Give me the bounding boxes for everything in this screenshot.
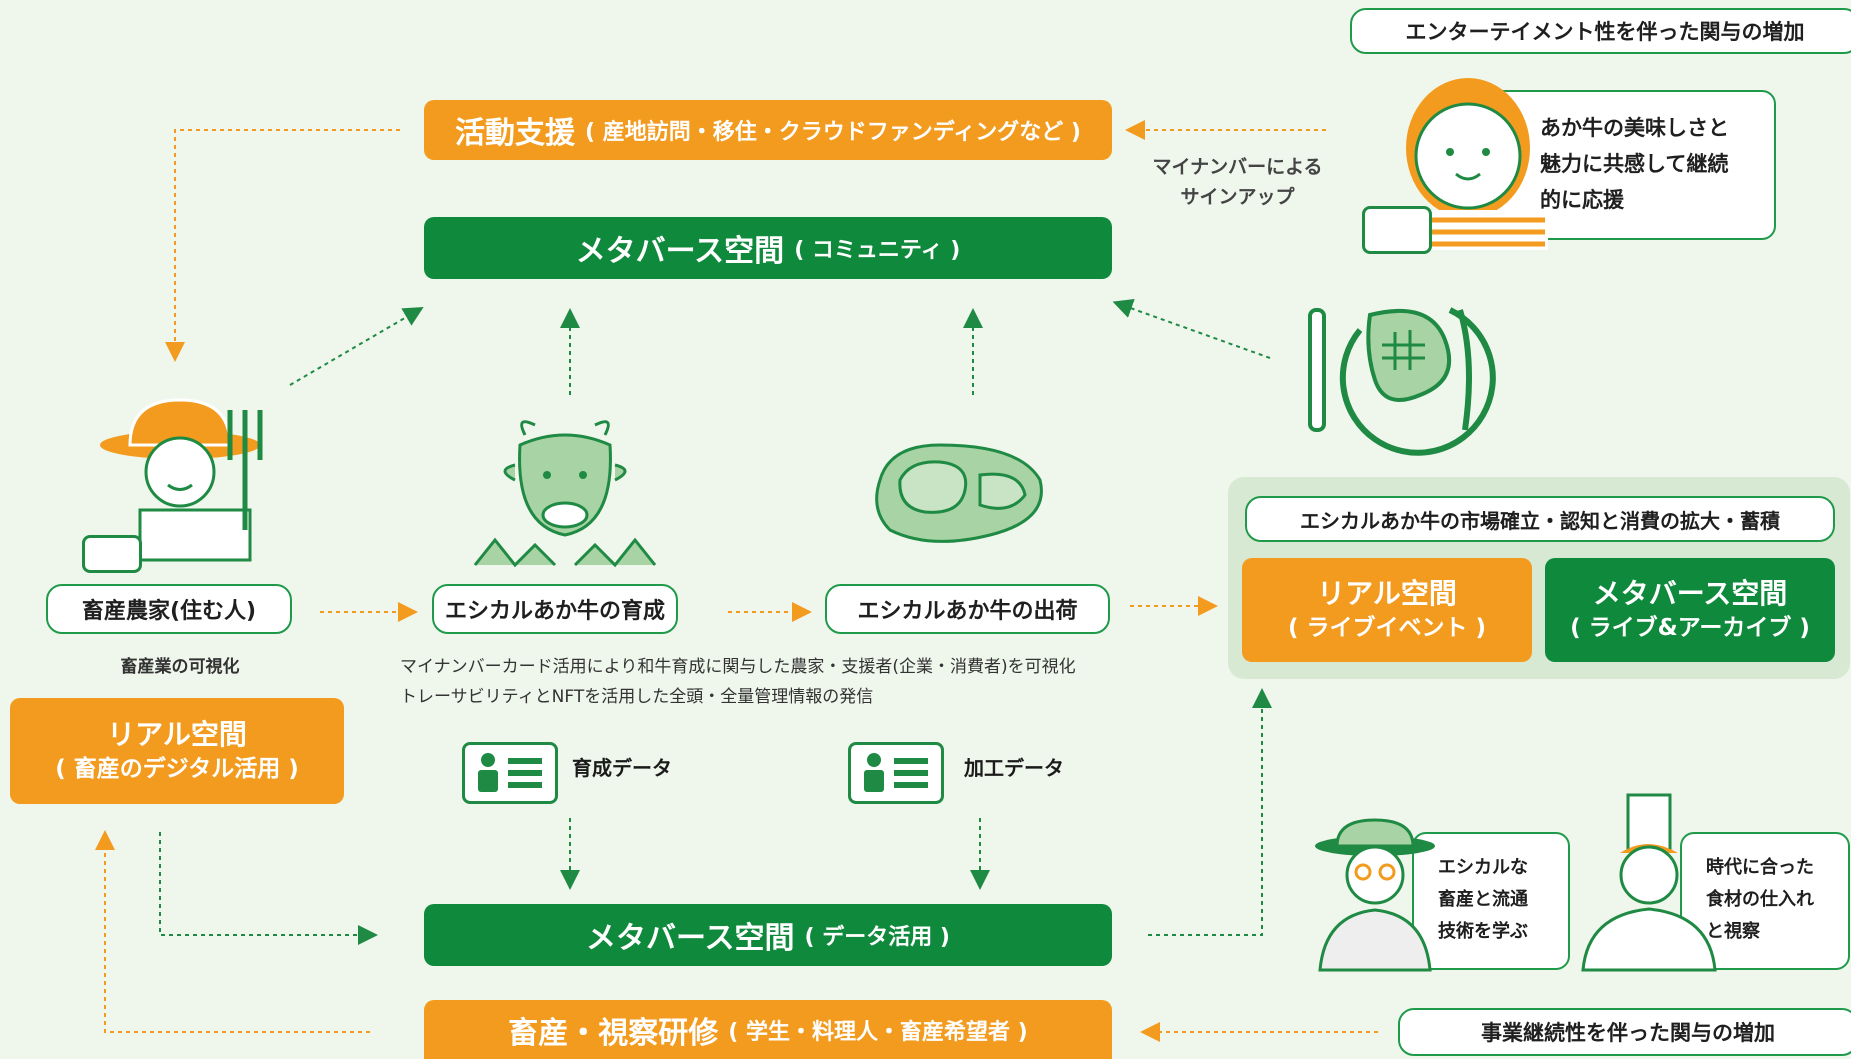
activity-support-sub: ( 産地訪問・移住・クラウドファンディングなど ) [585,120,1081,145]
student-bubble: エシカルな 畜産と流通 技術を学ぶ [1412,832,1570,970]
metaverse-community-bar: メタバース空間 ( コミュニティ ) [424,217,1112,279]
processing-data-label: 加工データ [964,756,1064,780]
real-space-live: リアル空間 ( ライブイベント ) [1242,558,1532,662]
raising-pill: エシカルあか牛の育成 [432,584,678,634]
activity-support-title: 活動支援 [455,116,576,151]
activity-support-bar: 活動支援 ( 産地訪問・移住・クラウドファンディングなど ) [424,100,1112,160]
farmer-pill: 畜産農家(住む人) [46,584,292,634]
raising-data-label: 育成データ [572,756,672,780]
consumer-id-card-icon [1362,206,1432,254]
plate-icon [1308,307,1496,456]
raising-data-glyph [478,753,542,792]
student-icon [1315,818,1435,972]
real-space-digital: リアル空間 ( 畜産のデジタル活用 ) [10,698,344,804]
metaverse-community-title: メタバース空間 [575,234,785,269]
metaverse-data-bar: メタバース空間 ( データ活用 ) [424,904,1112,966]
farmer-id-card-icon [82,535,142,573]
processing-data-glyph [864,753,928,792]
visualize-note: 畜産業の可視化 [120,657,240,677]
training-bar: 畜産・視察研修 ( 学生・料理人・畜産希望者 ) [424,1000,1112,1059]
metaverse-live-archive: メタバース空間 ( ライブ&アーカイブ ) [1545,558,1835,662]
meat-icon [875,443,1043,543]
market-panel-title: エシカルあか牛の市場確立・認知と消費の拡大・蓄積 [1245,496,1835,542]
training-title: 畜産・視察研修 [508,1015,719,1051]
farmer-icon [100,398,263,562]
cow-icon [473,420,657,568]
training-sub: ( 学生・料理人・畜産希望者 ) [728,1019,1028,1045]
metaverse-community-sub: ( コミュニティ ) [794,238,961,263]
entertainment-pill: エンターテイメント性を伴った関与の増加 [1350,8,1851,54]
metaverse-data-title: メタバース空間 [586,921,795,956]
business-pill: 事業継続性を伴った関与の増加 [1398,1008,1851,1056]
chef-icon [1581,793,1717,972]
traceability-notes: マイナンバーカード活用により和牛育成に関与した農家・支援者(企業・消費者)を可視… [400,657,1076,707]
shipping-pill: エシカルあか牛の出荷 [825,584,1110,634]
metaverse-data-sub: ( データ活用 ) [804,925,950,950]
signup-note: マイナンバーによる サインアップ [1152,156,1323,208]
